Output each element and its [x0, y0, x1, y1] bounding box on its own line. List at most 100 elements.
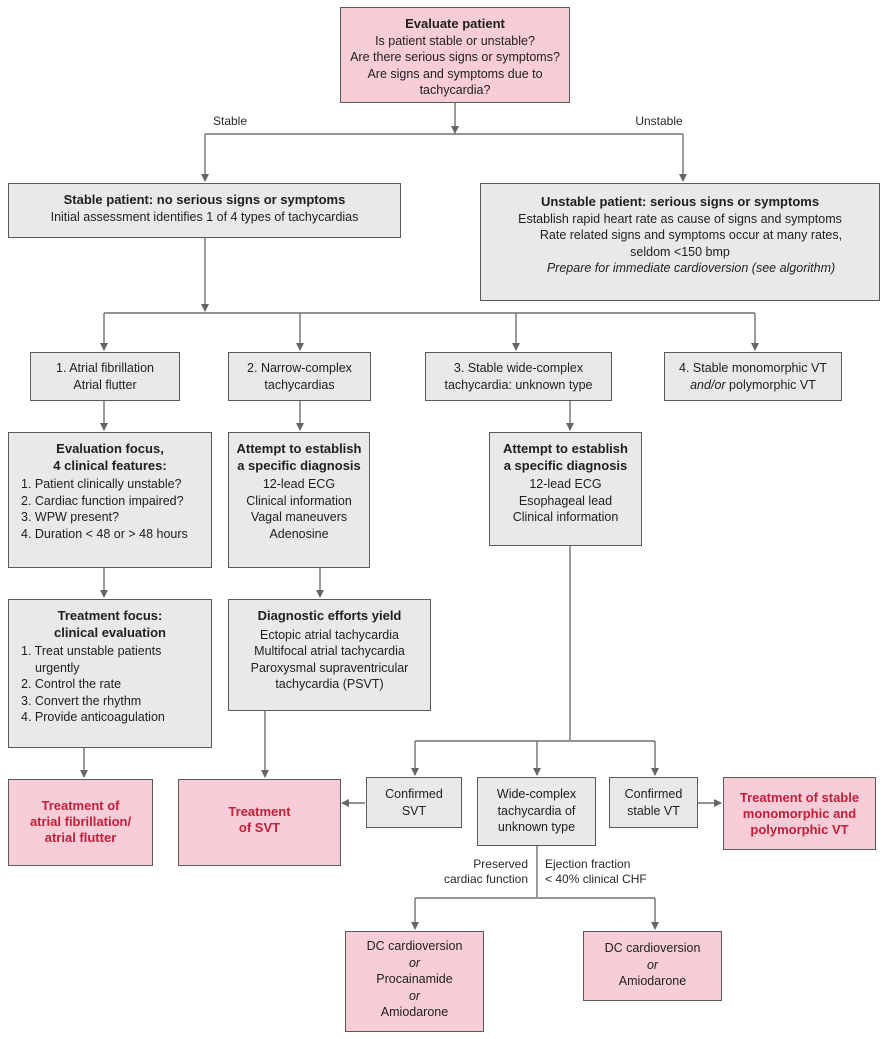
evaluate-line: Is patient stable or unstable?	[375, 33, 535, 48]
outcome-vt-box: Treatment of stable monomorphic and poly…	[723, 777, 876, 850]
narrow-dx-title: a specific diagnosis	[237, 457, 361, 473]
af-treat-title: clinical evaluation	[54, 624, 166, 640]
confirmed-svt-box: Confirmed SVT	[366, 777, 462, 828]
narrow-yield-item: Paroxysmal supraventricular	[250, 660, 409, 675]
evaluate-line: Are there serious signs or symptoms?	[350, 50, 560, 64]
final-left-box: DC cardioversion or Procainamide or Amio…	[345, 931, 484, 1032]
preserved-function-label: Preserved cardiac function	[418, 857, 528, 887]
final-left-line: or	[408, 955, 421, 970]
af-evaluation-box: Evaluation focus, 4 clinical features: 1…	[8, 432, 212, 568]
unstable-branch-label: Unstable	[635, 114, 683, 128]
af-eval-item: 2. Cardiac function impaired?	[21, 493, 184, 508]
unstable-patient-title: Unstable patient: serious signs or sympt…	[540, 194, 820, 209]
af-eval-item: 4. Duration < 48 or > 48 hours	[21, 526, 188, 541]
narrow-dx-item: Clinical information	[246, 493, 352, 508]
evaluate-line: Are signs and symptoms due to tachycardi…	[367, 66, 543, 98]
wide-diagnosis-box: Attempt to establish a specific diagnosi…	[489, 432, 642, 546]
confirmed-svt-line: SVT	[401, 803, 427, 818]
outcome-vt-line: polymorphic VT	[750, 822, 849, 837]
narrow-dx-item: 12-lead ECG	[262, 477, 336, 491]
type-line: tachycardia: unknown type	[444, 377, 593, 392]
confirmed-vt-line: Confirmed	[624, 787, 683, 801]
wide-dx-item: Esophageal lead	[518, 493, 613, 508]
outcome-af-line: atrial fibrillation/	[29, 814, 132, 829]
type-line: and/or polymorphic VT	[671, 377, 835, 394]
type-monomorphic-vt-box: 4. Stable monomorphic VT and/or polymorp…	[664, 352, 842, 401]
wide-dx-title: a specific diagnosis	[503, 457, 628, 473]
final-left-line: Procainamide	[376, 972, 453, 986]
narrow-yield-item: Ectopic atrial tachycardia	[260, 627, 399, 642]
final-right-line: or	[646, 957, 659, 972]
confirmed-svt-line: Confirmed	[385, 787, 443, 801]
narrow-yield-box: Diagnostic efforts yield Ectopic atrial …	[228, 599, 431, 711]
outcome-svt-line: of SVT	[238, 820, 281, 835]
polymorphic-text: polymorphic VT	[729, 377, 816, 392]
final-right-box: DC cardioversion or Amiodarone	[583, 931, 722, 1001]
preserved-line: Preserved	[473, 857, 528, 871]
confirmed-vt-line: stable VT	[627, 803, 680, 818]
af-treat-item: 2. Control the rate	[21, 677, 122, 691]
final-left-line: or	[408, 988, 421, 1003]
af-treat-item: urgently	[35, 660, 80, 675]
stable-patient-line: Initial assessment identifies 1 of 4 typ…	[50, 209, 359, 224]
outcome-svt-box: Treatment of SVT	[178, 779, 341, 866]
outcome-af-line: Treatment of	[41, 798, 120, 813]
wide-dx-item: 12-lead ECG	[529, 477, 602, 491]
final-left-line: DC cardioversion	[366, 939, 463, 953]
and-or-text: and/or	[690, 377, 726, 392]
ef-line: < 40% clinical CHF	[545, 872, 647, 886]
wide-dx-item: Clinical information	[512, 510, 619, 524]
af-treat-title: Treatment focus:	[57, 608, 163, 623]
type-line: 3. Stable wide-complex	[453, 361, 584, 375]
wide-unknown-line: tachycardia of	[497, 803, 576, 818]
final-left-line: Amiodarone	[380, 1005, 449, 1019]
unstable-line: seldom <150 bmp	[630, 244, 730, 259]
type-line: 4. Stable monomorphic VT	[679, 361, 827, 375]
outcome-af-line: atrial flutter	[44, 830, 117, 845]
narrow-diagnosis-box: Attempt to establish a specific diagnosi…	[228, 432, 370, 568]
outcome-af-box: Treatment of atrial fibrillation/ atrial…	[8, 779, 153, 866]
af-treat-item: 1. Treat unstable patients	[21, 644, 162, 658]
unstable-line: Establish rapid heart rate as cause of s…	[518, 211, 842, 226]
ejection-fraction-label: Ejection fraction < 40% clinical CHF	[545, 857, 675, 887]
stable-patient-box: Stable patient: no serious signs or symp…	[8, 183, 401, 238]
type-wide-complex-box: 3. Stable wide-complex tachycardia: unkn…	[425, 352, 612, 401]
narrow-dx-item: Adenosine	[269, 526, 329, 541]
outcome-vt-line: monomorphic and	[742, 806, 857, 821]
type-line: 1. Atrial fibrillation	[56, 361, 154, 375]
outcome-vt-line: Treatment of stable	[739, 790, 860, 805]
af-eval-title: 4 clinical features:	[53, 457, 167, 473]
unstable-line: Prepare for immediate cardioversion (see…	[546, 261, 836, 275]
af-eval-item: 1. Patient clinically unstable?	[21, 477, 182, 491]
type-atrial-fibrillation-box: 1. Atrial fibrillation Atrial flutter	[30, 352, 180, 401]
ef-line: Ejection fraction	[545, 857, 631, 871]
unstable-patient-box: Unstable patient: serious signs or sympt…	[480, 183, 880, 301]
af-eval-title: Evaluation focus,	[56, 441, 164, 456]
af-treat-item: 4. Provide anticoagulation	[21, 710, 165, 724]
confirmed-vt-box: Confirmed stable VT	[609, 777, 698, 828]
narrow-yield-title: Diagnostic efforts yield	[257, 608, 402, 623]
narrow-dx-title: Attempt to establish	[236, 441, 362, 456]
type-line: tachycardias	[264, 377, 335, 392]
wide-unknown-line: Wide-complex	[496, 787, 577, 801]
outcome-svt-line: Treatment	[228, 804, 291, 819]
unstable-line: Rate related signs and symptoms occur at…	[539, 228, 843, 242]
wide-dx-title: Attempt to establish	[503, 441, 628, 456]
type-line: 2. Narrow-complex	[247, 361, 352, 375]
stable-patient-title: Stable patient: no serious signs or symp…	[63, 192, 346, 207]
final-right-line: DC cardioversion	[604, 941, 701, 955]
narrow-yield-item: tachycardia (PSVT)	[275, 677, 384, 691]
wide-unknown-line: unknown type	[497, 820, 576, 834]
final-right-line: Amiodarone	[618, 974, 687, 988]
evaluate-patient-box: Evaluate patient Is patient stable or un…	[340, 7, 570, 103]
evaluate-title: Evaluate patient	[405, 16, 505, 31]
stable-branch-label: Stable	[212, 114, 248, 128]
type-narrow-complex-box: 2. Narrow-complex tachycardias	[228, 352, 371, 401]
narrow-dx-item: Vagal maneuvers	[250, 510, 348, 524]
af-treat-item: 3. Convert the rhythm	[21, 693, 142, 708]
narrow-yield-item: Multifocal atrial tachycardia	[254, 644, 405, 658]
af-eval-item: 3. WPW present?	[21, 510, 119, 524]
af-treatment-box: Treatment focus: clinical evaluation 1. …	[8, 599, 212, 748]
type-line: Atrial flutter	[73, 377, 137, 392]
